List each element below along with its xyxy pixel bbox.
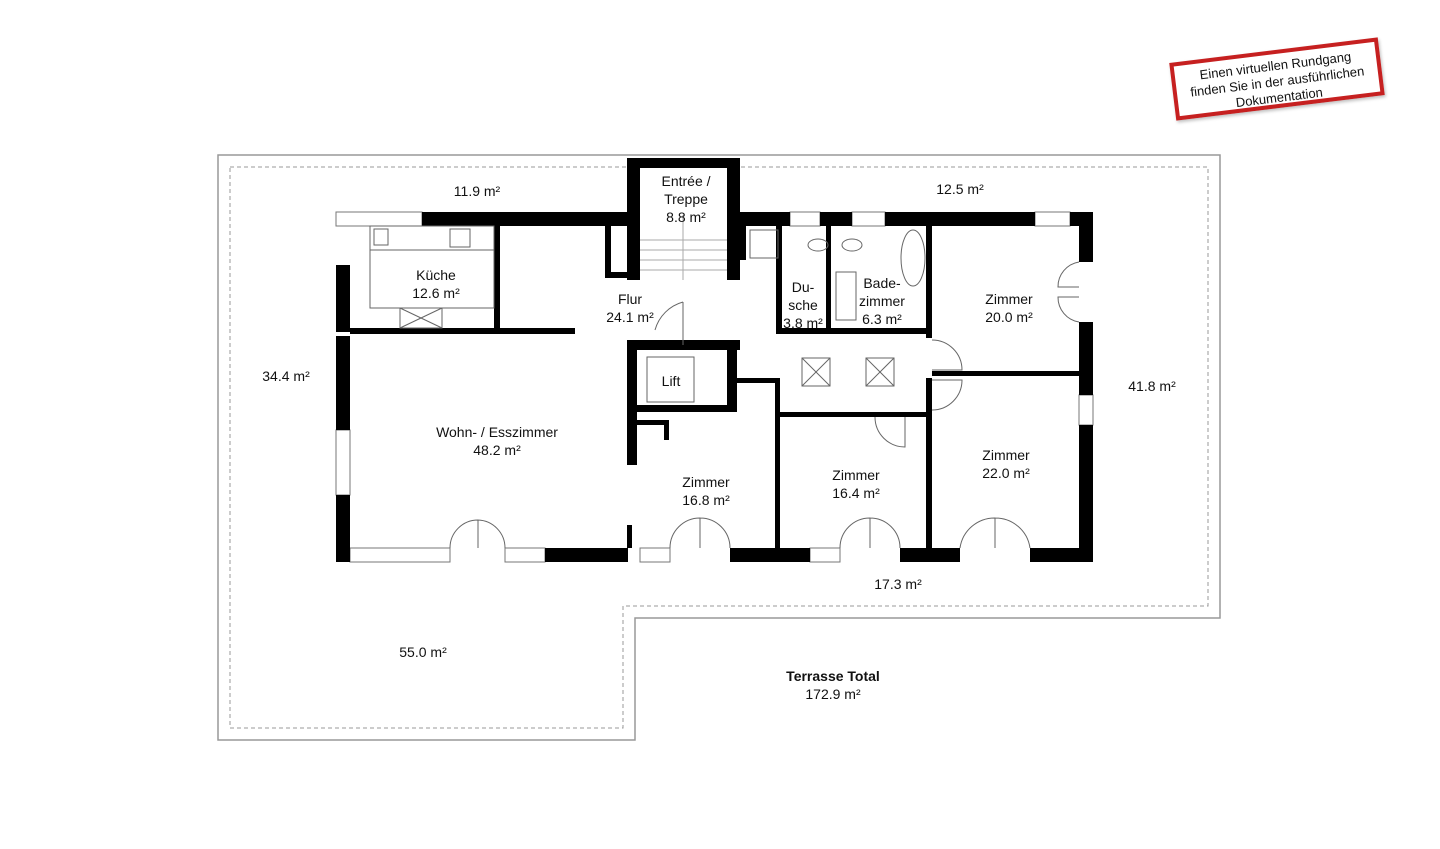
room-name: Lift [661, 373, 681, 389]
room-label-dusche: Du-sche 3.8 m² [783, 278, 823, 332]
room-name: Zimmer [832, 467, 880, 483]
terrace-area-label: 17.3 m² [874, 576, 922, 592]
terrace-area-label: 34.4 m² [262, 368, 310, 384]
terrace-total-area: 172.9 m² [805, 686, 861, 702]
room-name: Flur [617, 291, 643, 307]
terrace-area-label: 55.0 m² [399, 644, 447, 660]
room-label-entree: Entrée / Treppe 8.8 m² [661, 172, 710, 226]
room-name: Küche [416, 267, 456, 283]
room-name: Du- [791, 279, 815, 295]
room-area: 3.8 m² [783, 315, 823, 331]
room-name: Zimmer [985, 291, 1033, 307]
room-label-zimmer-16-4: Zimmer 16.4 m² [832, 466, 879, 502]
terrace-area-label: 41.8 m² [1128, 378, 1176, 394]
room-area: 16.4 m² [832, 485, 880, 501]
room-name: Treppe [664, 191, 708, 207]
room-area: 6.3 m² [862, 311, 902, 327]
room-label-badezimmer: Bade-zimmer 6.3 m² [859, 274, 905, 328]
room-name: Entrée / [661, 173, 711, 189]
room-name: Zimmer [682, 474, 730, 490]
room-label-zimmer-16-8: Zimmer 16.8 m² [682, 473, 729, 509]
terrace-area-label: 12.5 m² [936, 181, 984, 197]
terrace-total: Terrasse Total 172.9 m² [786, 667, 880, 703]
room-label-wohnzimmer: Wohn- / Esszimmer 48.2 m² [436, 423, 558, 459]
room-label-lift: Lift [662, 372, 681, 390]
room-name: Wohn- / Esszimmer [436, 424, 558, 440]
windows [335, 211, 1094, 563]
room-area: 20.0 m² [985, 309, 1033, 325]
terrace-total-label: Terrasse Total [786, 668, 880, 684]
room-area: 12.6 m² [412, 285, 460, 301]
room-name: sche [788, 297, 818, 313]
room-area: 16.8 m² [682, 492, 730, 508]
room-area: 48.2 m² [473, 442, 521, 458]
room-label-zimmer-22: Zimmer 22.0 m² [982, 446, 1029, 482]
terrace-area-label: 11.9 m² [453, 183, 501, 199]
room-name: Zimmer [982, 447, 1030, 463]
room-area: 22.0 m² [982, 465, 1030, 481]
room-label-flur: Flur 24.1 m² [606, 290, 653, 326]
room-name: Bade- [863, 275, 901, 291]
fixtures [369, 215, 1080, 549]
terrace-outline [217, 154, 1221, 741]
room-area: 24.1 m² [606, 309, 654, 325]
room-label-kueche: Küche 12.6 m² [412, 266, 459, 302]
room-area: 8.8 m² [666, 209, 706, 225]
terrace-railing [229, 166, 1209, 729]
room-label-zimmer-20: Zimmer 20.0 m² [985, 290, 1032, 326]
room-name: zimmer [859, 293, 905, 309]
